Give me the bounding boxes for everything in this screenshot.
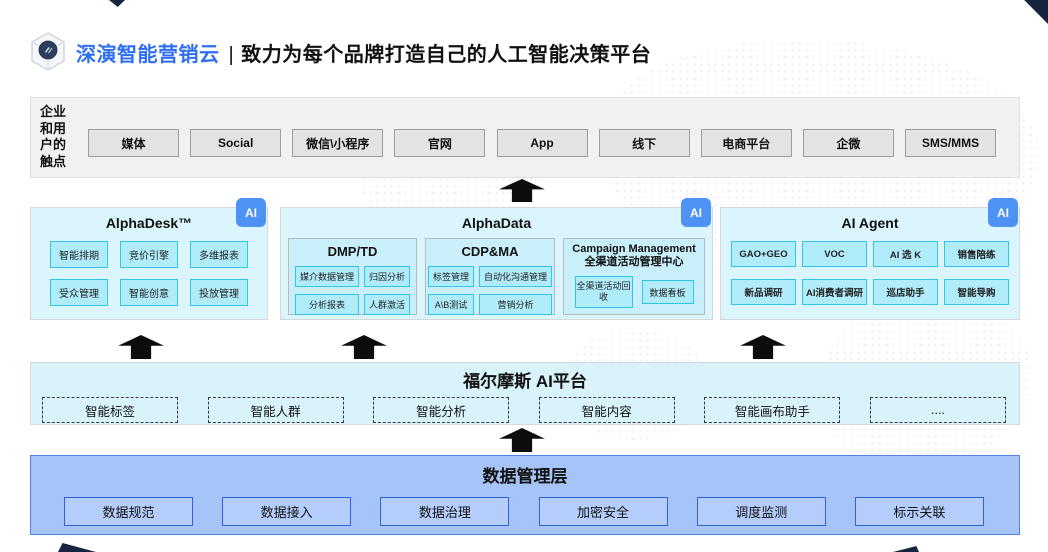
agent-item: VOC	[802, 241, 867, 267]
cdp-ma-section: CDP&MA 标签管理 自动化沟通管理 A\B测试 营销分析	[425, 238, 555, 315]
ai-agent-panel: AI AI Agent GAO+GEO VOC AI 选 K 销售陪练 新品调研…	[720, 198, 1020, 320]
touchpoints-band: 企业和用户的触点 媒体 Social 微信\小程序 官网 App 线下 电商平台…	[30, 97, 1020, 178]
holmes-items: 智能标签 智能人群 智能分析 智能内容 智能画布助手 ....	[42, 397, 1006, 423]
data-layer-item: 数据规范	[64, 497, 193, 526]
corner-decoration	[1024, 0, 1048, 24]
touchpoints-label: 企业和用户的触点	[40, 104, 67, 169]
dmp-td-section: DMP/TD 媒介数据管理 归因分析 分析报表 人群激活	[288, 238, 417, 315]
agent-item: AI 选 K	[873, 241, 938, 267]
agent-item: 智能导购	[944, 279, 1009, 305]
campaign-title-zh: 全渠道活动管理中心	[584, 256, 684, 268]
cdp-item: 标签管理	[427, 266, 474, 287]
alphadata-sections: DMP/TD 媒介数据管理 归因分析 分析报表 人群激活 CDP&MA 标签管理…	[281, 238, 712, 315]
alphadata-title: AlphaData	[461, 215, 532, 231]
cdp-item: 营销分析	[479, 294, 553, 315]
ai-badge: AI	[681, 198, 711, 227]
alphadesk-item: 智能创意	[120, 279, 178, 306]
brand-logo-icon	[31, 32, 65, 71]
up-arrow	[118, 335, 164, 359]
touchpoint-item: 企微	[802, 129, 894, 157]
cdp-ma-items: 标签管理 自动化沟通管理 A\B测试 营销分析	[426, 266, 554, 315]
brand-name: 深演智能营销云	[76, 43, 220, 66]
up-arrow	[740, 335, 786, 359]
dmp-td-title: DMP/TD	[327, 244, 378, 259]
touchpoint-item: Social	[190, 129, 282, 157]
holmes-item: ....	[869, 397, 1006, 423]
touchpoint-item: 线下	[598, 129, 690, 157]
data-layer-item: 标示关联	[854, 497, 984, 526]
campaign-title-en: Campaign Management	[572, 243, 696, 255]
holmes-ai-platform-band: 福尔摩斯 AI平台 智能标签 智能人群 智能分析 智能内容 智能画布助手 ...…	[30, 362, 1020, 425]
corner-decoration	[893, 546, 919, 552]
touchpoint-item: 官网	[394, 129, 486, 157]
cdp-item: 自动化沟通管理	[479, 266, 553, 287]
touchpoint-item: 电商平台	[700, 129, 792, 157]
touchpoint-item: App	[496, 129, 588, 157]
cdp-ma-title: CDP&MA	[461, 244, 519, 259]
holmes-item: 智能分析	[373, 397, 510, 423]
touchpoint-item: 微信\小程序	[292, 129, 384, 157]
ai-badge: AI	[988, 198, 1018, 227]
data-layer-item: 数据治理	[380, 497, 510, 526]
agent-item: 新品调研	[731, 279, 796, 305]
agent-item: GAO+GEO	[731, 241, 796, 267]
agent-item: AI消费者调研	[802, 279, 867, 305]
dmp-item: 媒介数据管理	[294, 266, 359, 287]
holmes-item: 智能内容	[538, 397, 675, 423]
campaign-item: 全渠道活动回收	[574, 276, 633, 308]
data-layer-items: 数据规范 数据接入 数据治理 加密安全 调度监测 标示关联	[64, 497, 984, 526]
header: 深演智能营销云 | 致力为每个品牌打造自己的人工智能决策平台	[26, 30, 651, 74]
campaign-items: 全渠道活动回收 数据看板	[564, 276, 704, 308]
data-layer-item: 数据接入	[222, 497, 352, 526]
alphadesk-item: 投放管理	[190, 279, 248, 306]
alphadesk-title: AlphaDesk™	[105, 215, 193, 231]
campaign-item: 数据看板	[641, 280, 694, 304]
corner-decoration	[58, 543, 96, 552]
ai-badge: AI	[236, 198, 266, 227]
up-arrow	[341, 335, 387, 359]
alphadesk-items: 智能排期 竞价引擎 多维报表 受众管理 智能创意 投放管理	[31, 241, 267, 306]
agent-item: 销售陪练	[944, 241, 1009, 267]
corner-decoration	[109, 0, 125, 7]
title-separator: |	[228, 43, 235, 66]
touchpoint-item: 媒体	[88, 129, 179, 157]
touchpoint-item: SMS/MMS	[905, 129, 996, 157]
alphadesk-item: 多维报表	[190, 241, 248, 268]
agent-item: 巡店助手	[873, 279, 938, 305]
cdp-item: A\B测试	[427, 294, 474, 315]
alphadesk-item: 受众管理	[50, 279, 108, 306]
dmp-item: 人群激活	[364, 294, 411, 315]
touchpoints-list: 媒体 Social 微信\小程序 官网 App 线下 电商平台 企微 SMS/M…	[88, 129, 996, 157]
data-layer-item: 加密安全	[538, 497, 668, 526]
campaign-section: Campaign Management 全渠道活动管理中心 全渠道活动回收 数据…	[563, 238, 705, 315]
holmes-item: 智能画布助手	[704, 397, 841, 423]
data-layer-item: 调度监测	[696, 497, 826, 526]
ai-agent-items: GAO+GEO VOC AI 选 K 销售陪练 新品调研 AI消费者调研 巡店助…	[721, 241, 1019, 305]
data-layer-title: 数据管理层	[482, 467, 568, 486]
data-management-band: 数据管理层 数据规范 数据接入 数据治理 加密安全 调度监测 标示关联	[30, 455, 1020, 535]
tagline: 致力为每个品牌打造自己的人工智能决策平台	[241, 43, 652, 66]
page-title: 深演智能营销云 | 致力为每个品牌打造自己的人工智能决策平台	[76, 38, 651, 67]
holmes-title: 福尔摩斯 AI平台	[463, 372, 587, 391]
holmes-item: 智能人群	[207, 397, 344, 423]
alphadesk-panel: AI AlphaDesk™ 智能排期 竞价引擎 多维报表 受众管理 智能创意 投…	[30, 198, 268, 320]
alphadesk-item: 竞价引擎	[120, 241, 178, 268]
dmp-item: 归因分析	[364, 266, 411, 287]
dmp-td-items: 媒介数据管理 归因分析 分析报表 人群激活	[289, 266, 416, 315]
alphadata-panel: AI AlphaData DMP/TD 媒介数据管理 归因分析 分析报表 人群激…	[280, 198, 713, 320]
alphadesk-item: 智能排期	[50, 241, 108, 268]
up-arrow	[499, 428, 545, 452]
dmp-item: 分析报表	[294, 294, 359, 315]
ai-agent-title: AI Agent	[841, 215, 899, 231]
holmes-item: 智能标签	[42, 397, 178, 423]
